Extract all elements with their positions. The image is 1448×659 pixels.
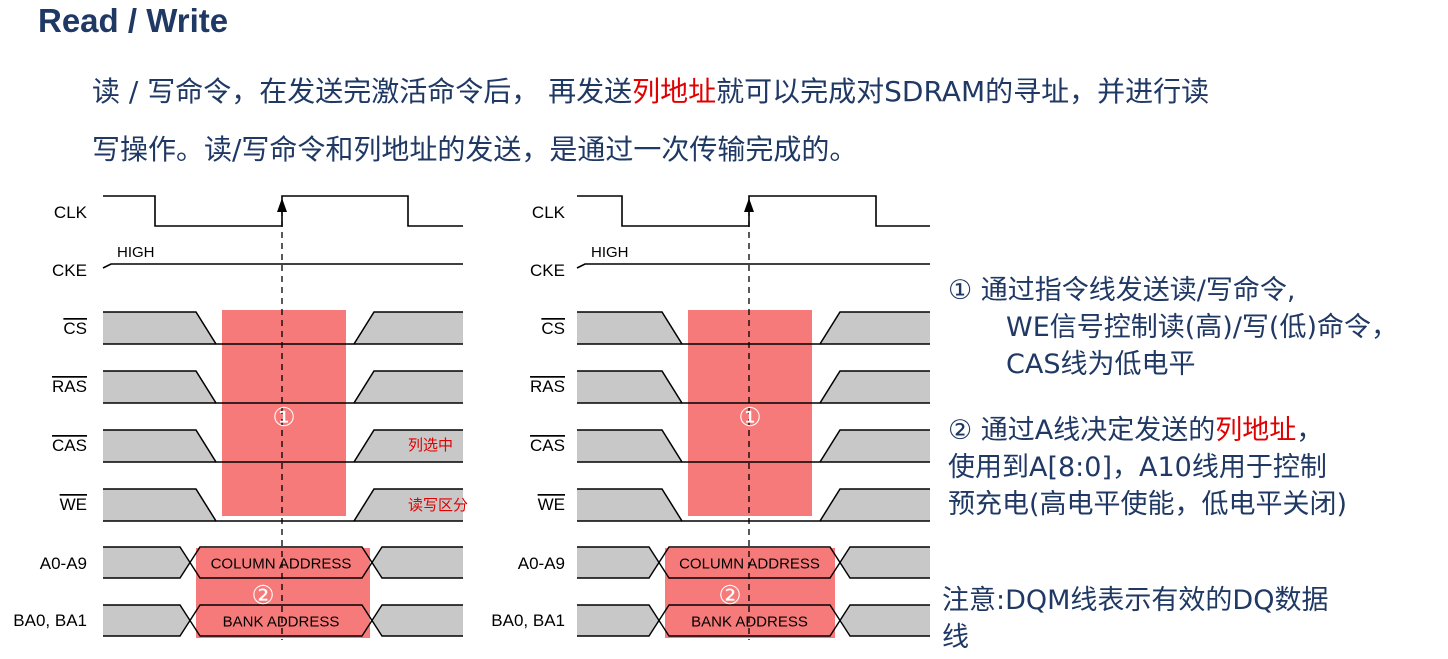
diagram-1-ba0-ba1-bus-label: BANK ADDRESS xyxy=(223,614,340,631)
diagram-2-label-ba0-ba1: BA0, BA1 xyxy=(491,611,565,630)
page-title: Read / Write xyxy=(38,2,229,39)
diagram-1-we-fill-right xyxy=(354,489,463,521)
diagram-1-a0-a9-bus-line-a xyxy=(103,546,463,579)
diagram-2-cs-fill-right xyxy=(820,312,930,344)
diagram-2-address-highlight-box xyxy=(665,548,835,638)
diagram-1-we-waveform-top xyxy=(103,488,463,522)
diagram-2-cs-fill-left xyxy=(577,312,682,344)
diagram-2-we-fill-left xyxy=(577,489,682,521)
diagram-2-ba0-ba1-bus-line-b xyxy=(577,604,930,637)
diagram-1-address-highlight-box xyxy=(196,548,370,638)
diagram-1-label-cas: CAS xyxy=(52,436,87,455)
diagram-2-ras-waveform-top xyxy=(577,370,930,404)
diagram-1-cs-fill-right xyxy=(354,312,463,344)
note-2: ② 通过A线决定发送的列地址， 使用到A[8:0]，A10线用于控制 预充电(高… xyxy=(948,412,1347,523)
diagram-2-ras-fill-right xyxy=(820,371,930,403)
note-2-line-3: 预充电(高电平使能，低电平关闭) xyxy=(948,489,1348,520)
diagram-1-annotation-cas: 列选中 xyxy=(408,437,453,454)
note-2-line-1-b: ， xyxy=(1296,415,1324,446)
diagram-2-label-we: WE xyxy=(538,495,565,514)
diagram-1-marker-2: ② xyxy=(251,580,274,610)
note-2-line-1: ② 通过A线决定发送的列地址， xyxy=(948,412,1347,449)
diagram-2-ba0-ba1-fill-left xyxy=(577,605,659,636)
diagram-2-cke-waveform xyxy=(576,263,930,269)
intro-line-1-b: 就可以完成对SDRAM的寻址，并进行读 xyxy=(716,75,1210,108)
diagram-1-a0-a9-bus-label: COLUMN ADDRESS xyxy=(211,556,352,573)
diagram-1-a0-a9-fill-left xyxy=(103,547,190,578)
diagram-1-label-ba0-ba1: BA0, BA1 xyxy=(13,611,87,630)
note-3-line-2: 线 xyxy=(942,622,969,653)
diagram-1-label-a0-a9: A0-A9 xyxy=(40,554,87,573)
diagram-1-cas-fill-left xyxy=(103,430,216,462)
note-3-line-1: 注意:DQM线表示有效的DQ数据 xyxy=(942,585,1329,616)
diagram-2-label-cke: CKE xyxy=(530,261,565,280)
diagram-1-cas-waveform-top xyxy=(103,429,463,463)
note-1-line-1: ① 通过指令线发送读/写命令, xyxy=(948,275,1296,306)
diagram-2-label-cas: CAS xyxy=(530,436,565,455)
intro-line-1: 读 / 写命令，在发送完激活命令后， 再发送列地址就可以完成对SDRAM的寻址，… xyxy=(92,70,1209,110)
diagram-1-ras-fill-left xyxy=(103,371,216,403)
note-1-line-3: CAS线为低电平 xyxy=(1006,349,1196,380)
diagram-2-clk-arrow xyxy=(744,198,754,212)
intro-line-2: 写操作。读/写命令和列地址的发送，是通过一次传输完成的。 xyxy=(92,133,858,166)
diagram-2-marker-2: ② xyxy=(718,580,741,610)
diagram-2-label-clk: CLK xyxy=(532,203,566,222)
note-2-line-1-a: ② 通过A线决定发送的 xyxy=(948,415,1216,446)
diagram-1-ba0-ba1-fill-left xyxy=(103,605,190,636)
diagram-2-high-label: HIGH xyxy=(591,244,629,261)
diagram-1-label-cs: CS xyxy=(63,319,87,338)
diagram-2-label-a0-a9: A0-A9 xyxy=(518,554,565,573)
diagram-1-clk-arrow xyxy=(277,198,287,212)
diagram-2-marker-1: ① xyxy=(738,402,761,432)
diagram-1-cs-waveform-top xyxy=(103,311,463,345)
note-3: 注意:DQM线表示有效的DQ数据 线 xyxy=(942,582,1328,656)
diagram-2-label-cs: CS xyxy=(541,319,565,338)
diagram-1-cas-fill-right xyxy=(354,430,463,462)
diagram-1-ba0-ba1-bus-line-a xyxy=(103,604,463,637)
diagram-2-a0-a9-fill-right xyxy=(840,547,930,578)
diagram-2-we-waveform-top xyxy=(577,488,930,522)
note-2-highlight: 列地址 xyxy=(1215,415,1297,446)
diagram-1-cke-waveform xyxy=(102,263,463,269)
diagram-2-cas-waveform-top xyxy=(577,429,930,463)
diagram-1-high-label: HIGH xyxy=(117,244,155,261)
diagram-2-cas-fill-right xyxy=(820,430,930,462)
diagram-1-annotation-we: 读写区分 xyxy=(408,497,468,514)
diagram-2-cas-fill-left xyxy=(577,430,682,462)
note-1: ① 通过指令线发送读/写命令, WE信号控制读(高)/写(低)命令， CAS线为… xyxy=(948,272,1398,383)
note-2-line-2: 使用到A[8:0]，A10线用于控制 xyxy=(948,452,1327,483)
diagram-2-ba0-ba1-fill-right xyxy=(840,605,930,636)
diagram-1-label-cke: CKE xyxy=(52,261,87,280)
diagram-1-label-ras: RAS xyxy=(52,377,87,396)
diagram-2-cs-waveform-top xyxy=(577,311,930,345)
diagram-2-ras-fill-left xyxy=(577,371,682,403)
note-1-line-2: WE信号控制读(高)/写(低)命令， xyxy=(1006,312,1398,343)
diagram-2-a0-a9-fill-left xyxy=(577,547,659,578)
diagram-1-a0-a9-fill-right xyxy=(372,547,463,578)
diagram-1-cs-fill-left xyxy=(103,312,216,344)
diagram-1-label-clk: CLK xyxy=(54,203,88,222)
diagram-1-ras-fill-right xyxy=(354,371,463,403)
intro-line-1-a: 读 / 写命令，在发送完激活命令后， 再发送 xyxy=(92,75,633,108)
diagram-2-a0-a9-bus-line-b xyxy=(577,546,930,579)
diagram-2-label-ras: RAS xyxy=(530,377,565,396)
diagram-1-label-we: WE xyxy=(60,495,87,514)
diagram-2-ba0-ba1-bus-line-a xyxy=(577,604,930,637)
diagram-1-ba0-ba1-bus-line-b xyxy=(103,604,463,637)
intro-highlight: 列地址 xyxy=(632,75,717,108)
diagram-2-we-fill-right xyxy=(820,489,930,521)
diagram-1-ras-waveform-top xyxy=(103,370,463,404)
diagram-1-marker-1: ① xyxy=(272,402,295,432)
diagram-1-ba0-ba1-fill-right xyxy=(372,605,463,636)
diagram-1-a0-a9-bus-line-b xyxy=(103,546,463,579)
diagram-1-we-fill-left xyxy=(103,489,216,521)
